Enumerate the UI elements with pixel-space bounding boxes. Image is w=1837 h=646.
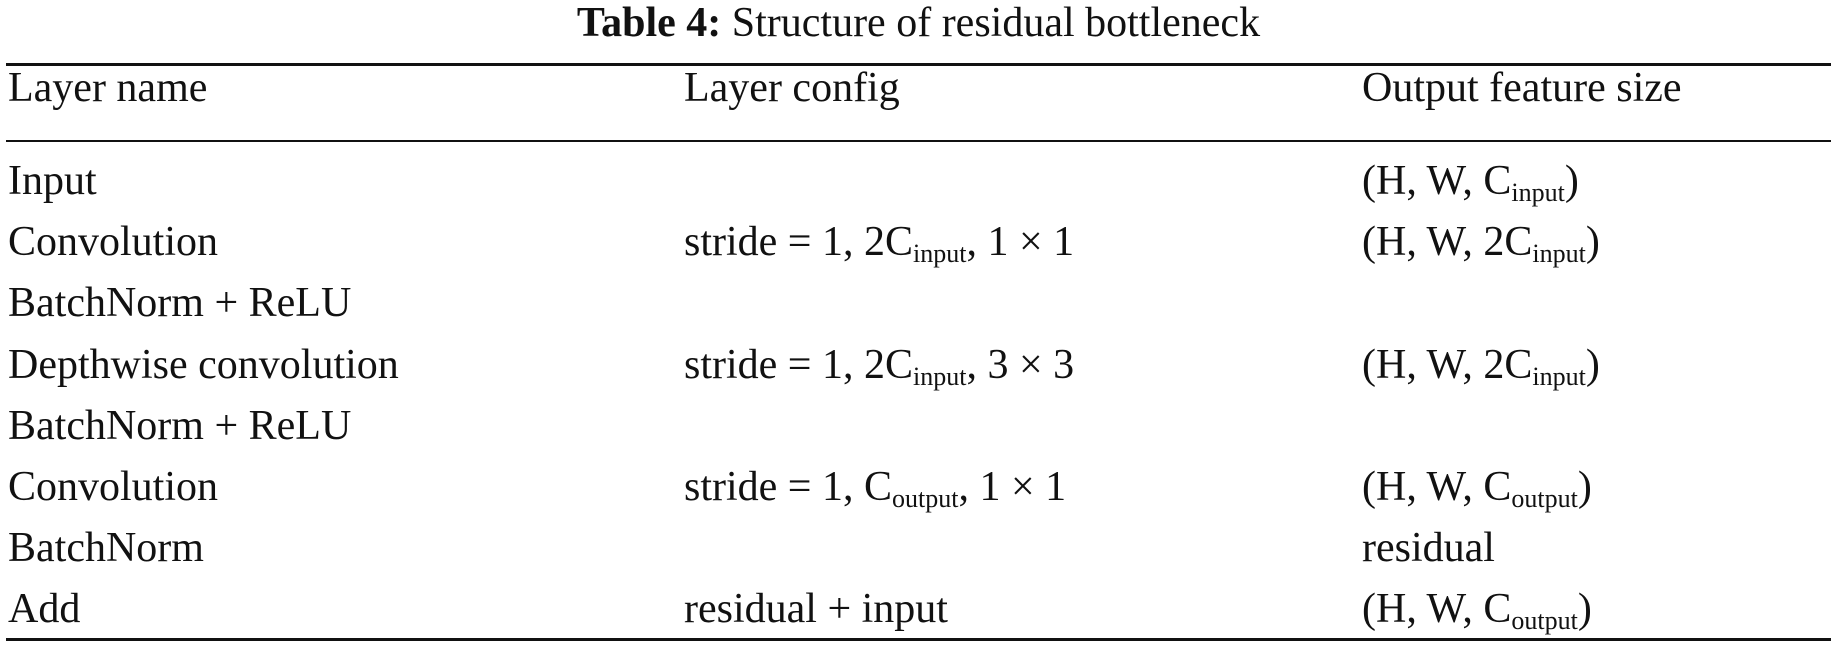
- cell-layer-config-text: stride = 1, 2C: [684, 219, 914, 266]
- cell-output-feature-size: (H, W, Cinput): [1362, 151, 1579, 211]
- cell-layer-config: stride = 1, 2Cinput, 1 × 1: [684, 212, 1074, 272]
- table-row: BatchNorm + ReLU: [0, 396, 1837, 456]
- cell-layer-name: Input: [8, 158, 97, 204]
- cell-layer-config: stride = 1, Coutput, 1 × 1: [684, 457, 1066, 517]
- cell-layer-name: Convolution: [8, 219, 219, 266]
- cell-output-feature-size-text: (H, W, 2C: [1362, 341, 1533, 388]
- cell-layer-config: residual + input: [684, 579, 948, 639]
- header-layer-name: Layer name: [8, 65, 208, 111]
- cell-output-feature-size-subscript: input: [1532, 239, 1586, 269]
- table-caption-title: Structure of residual bottleneck: [731, 0, 1261, 46]
- cell-output-feature-size: (H, W, Coutput): [1362, 579, 1592, 639]
- cell-output-feature-size-text: (H, W, C: [1362, 586, 1512, 633]
- cell-layer-config-text: stride = 1, C: [684, 464, 893, 510]
- cell-output-feature-size: residual: [1362, 518, 1495, 578]
- cell-layer-config-suffix: , 3 × 3: [966, 341, 1075, 388]
- cell-output-feature-size-subscript: input: [1532, 361, 1586, 391]
- table-row: Add residual + input (H, W, Coutput): [0, 579, 1837, 639]
- cell-layer-config-suffix: , 1 × 1: [966, 219, 1075, 266]
- header-output-feature-size: Output feature size: [1362, 65, 1682, 111]
- table-top-rule: [6, 63, 1831, 66]
- header-layer-config: Layer config: [684, 65, 900, 111]
- table-caption: Table 4: Structure of residual bottlenec…: [0, 0, 1837, 50]
- cell-output-feature-size-suffix: ): [1577, 464, 1592, 510]
- table-header-rule: [6, 140, 1831, 142]
- cell-output-feature-size-text: (H, W, C: [1362, 158, 1512, 204]
- cell-output-feature-size: (H, W, 2Cinput): [1362, 212, 1600, 272]
- table-row: Input (H, W, Cinput): [0, 151, 1837, 211]
- cell-output-feature-size-text: (H, W, C: [1362, 464, 1512, 510]
- cell-output-feature-size-subscript: output: [1511, 484, 1578, 513]
- cell-layer-config-subscript: input: [913, 239, 967, 269]
- cell-layer-config-subscript: output: [892, 484, 959, 513]
- cell-output-feature-size: (H, W, Coutput): [1362, 457, 1592, 517]
- cell-output-feature-size-subscript: input: [1511, 178, 1565, 207]
- cell-output-feature-size-subscript: output: [1511, 606, 1578, 636]
- cell-output-feature-size-suffix: ): [1585, 341, 1600, 388]
- cell-layer-config-suffix: , 1 × 1: [958, 464, 1067, 510]
- cell-layer-name: BatchNorm + ReLU: [8, 402, 352, 449]
- cell-output-feature-size-text: (H, W, 2C: [1362, 219, 1533, 266]
- cell-layer-name: BatchNorm: [8, 525, 204, 572]
- table-header-row: Layer name Layer config Output feature s…: [0, 58, 1837, 118]
- table-row: BatchNorm residual: [0, 518, 1837, 578]
- cell-layer-config: stride = 1, 2Cinput, 3 × 3: [684, 335, 1074, 395]
- cell-output-feature-size-text: residual: [1362, 525, 1495, 572]
- table-bottom-rule: [6, 638, 1831, 641]
- cell-output-feature-size-suffix: ): [1564, 158, 1579, 204]
- cell-layer-config-subscript: input: [913, 361, 967, 391]
- cell-output-feature-size-suffix: ): [1585, 219, 1600, 266]
- cell-output-feature-size-suffix: ): [1577, 586, 1592, 633]
- table-row: BatchNorm + ReLU: [0, 273, 1837, 333]
- cell-output-feature-size: (H, W, 2Cinput): [1362, 335, 1600, 395]
- cell-layer-name: Depthwise convolution: [8, 341, 399, 388]
- table-caption-label: Table 4:: [576, 0, 722, 46]
- cell-layer-name: Add: [8, 586, 81, 633]
- cell-layer-name: BatchNorm + ReLU: [8, 280, 352, 327]
- cell-layer-name: Convolution: [8, 464, 219, 510]
- cell-layer-config-text: residual + input: [684, 586, 948, 633]
- cell-layer-config-text: stride = 1, 2C: [684, 341, 914, 388]
